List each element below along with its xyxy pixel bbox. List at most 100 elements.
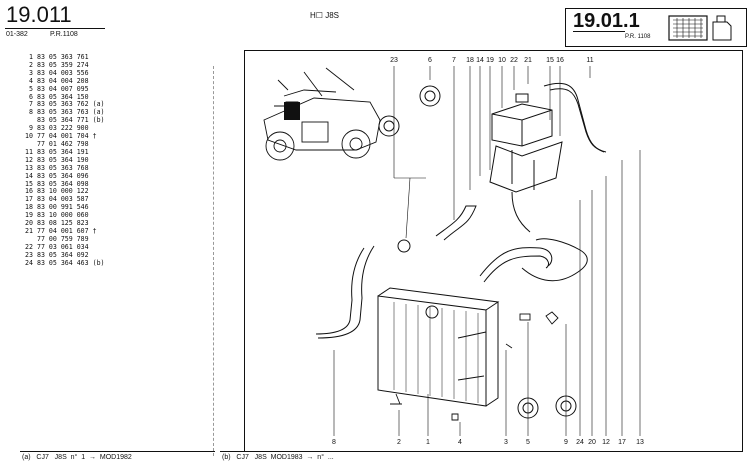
part-ref: 14 <box>25 171 33 180</box>
section-ref: P.R. 1108 <box>625 34 651 40</box>
page-number: 19.011 <box>6 2 72 27</box>
part-ref: 21 <box>25 226 33 235</box>
part-code: 83 05 359 274 <box>37 60 89 69</box>
part-code: 77 01 462 798 <box>37 139 89 148</box>
diagram-frame <box>244 50 743 452</box>
callout-number: 14 <box>476 57 484 64</box>
part-ref: 17 <box>25 195 33 204</box>
part-code: 83 03 222 900 <box>37 124 89 133</box>
part-code: 83 05 364 463 <box>37 258 89 267</box>
callout-number: 1 <box>426 439 430 446</box>
header-rule <box>5 28 105 29</box>
part-ref: 3 <box>29 68 33 77</box>
parts-row: 21 77 04 001 607† <box>20 226 105 236</box>
part-ref: 12 <box>25 155 33 164</box>
part-code: 83 05 364 191 <box>37 147 89 156</box>
callout-number: 3 <box>504 439 508 446</box>
engine-model: H☐ J8S <box>310 11 339 20</box>
part-ref: 11 <box>25 147 33 156</box>
parts-row: 83 05 364 771(b) <box>20 116 105 125</box>
parts-row: 11 83 05 364 191 <box>20 147 105 157</box>
callout-number: 7 <box>452 57 456 64</box>
part-ref: 24 <box>25 258 33 267</box>
parts-row: 12 83 05 364 190 <box>20 155 105 165</box>
callout-number: 8 <box>332 439 336 446</box>
callout-number: 15 <box>546 57 554 64</box>
part-code: 83 00 991 546 <box>37 203 89 212</box>
callout-number: 17 <box>618 439 626 446</box>
part-code: 83 05 364 771 <box>37 116 89 125</box>
part-ref: 18 <box>25 203 33 212</box>
part-ref: 20 <box>25 219 33 228</box>
part-code: 83 10 000 060 <box>37 211 89 220</box>
parts-row: 14 83 05 364 096 <box>20 171 105 181</box>
part-note: † <box>92 226 97 235</box>
parts-row: 6 83 05 364 150 <box>20 92 105 102</box>
part-code: 77 04 001 704 <box>37 132 89 141</box>
callout-number: 16 <box>556 57 564 64</box>
part-note: (b) <box>92 116 105 125</box>
engine-icon: H☐ <box>310 11 323 20</box>
part-code: 83 05 364 150 <box>37 92 89 101</box>
callout-number: 2 <box>397 439 401 446</box>
radiator-location-marker <box>284 102 300 120</box>
footnote-b: (b) CJ7 J8S MOD1983 → n° ... <box>222 454 334 461</box>
part-ref: 8 <box>29 108 33 117</box>
column-divider <box>213 66 214 456</box>
part-note: (a) <box>92 108 105 117</box>
part-code: 83 04 004 208 <box>37 76 89 85</box>
part-code: 83 05 364 098 <box>37 179 89 188</box>
callout-number: 12 <box>602 439 610 446</box>
part-code: 83 05 363 768 <box>37 163 89 172</box>
callout-number: 13 <box>636 439 644 446</box>
callout-number: 24 <box>576 439 584 446</box>
small-parts <box>390 311 559 421</box>
page-ref: P.R.1108 <box>50 31 78 38</box>
part-ref: 9 <box>29 124 33 133</box>
footnote-a-rule <box>20 451 215 452</box>
part-ref: 13 <box>25 163 33 172</box>
part-code: 77 04 001 607 <box>37 226 89 235</box>
part-code: 83 05 364 096 <box>37 171 89 180</box>
footnote-a: (a) CJ7 J8S n° 1 → MOD1982 <box>22 454 132 461</box>
part-ref: 2 <box>29 60 33 69</box>
parts-row: 77 01 462 798 <box>20 139 105 149</box>
part-ref: 6 <box>29 92 33 101</box>
footnote-b-rule <box>220 451 430 452</box>
callout-number: 10 <box>498 57 506 64</box>
part-ref: 22 <box>25 242 33 251</box>
engine-model-label: J8S <box>325 11 339 20</box>
callout-number: 19 <box>486 57 494 64</box>
part-note: † <box>92 132 97 141</box>
part-code: 83 05 364 190 <box>37 155 89 164</box>
radiator <box>377 287 500 407</box>
radiator-thumbnail-icon <box>668 15 732 41</box>
hoses <box>315 82 607 339</box>
part-ref: 16 <box>25 187 33 196</box>
part-code: 77 00 759 789 <box>37 234 89 243</box>
parts-row: 77 00 759 789 <box>20 234 105 244</box>
parts-row: 9 83 03 222 900 <box>20 124 105 133</box>
part-code: 83 04 007 095 <box>37 84 89 93</box>
caps <box>378 85 577 419</box>
callout-number: 21 <box>524 57 532 64</box>
callout-number: 6 <box>428 57 432 64</box>
part-code: 83 05 363 762 <box>37 100 89 109</box>
part-ref: 4 <box>29 76 33 85</box>
parts-row: 13 83 05 363 768 <box>20 163 105 173</box>
page-date: 01-382 <box>6 31 28 38</box>
part-ref: 5 <box>29 84 33 93</box>
parts-row: 2 83 05 359 274 <box>20 60 105 70</box>
